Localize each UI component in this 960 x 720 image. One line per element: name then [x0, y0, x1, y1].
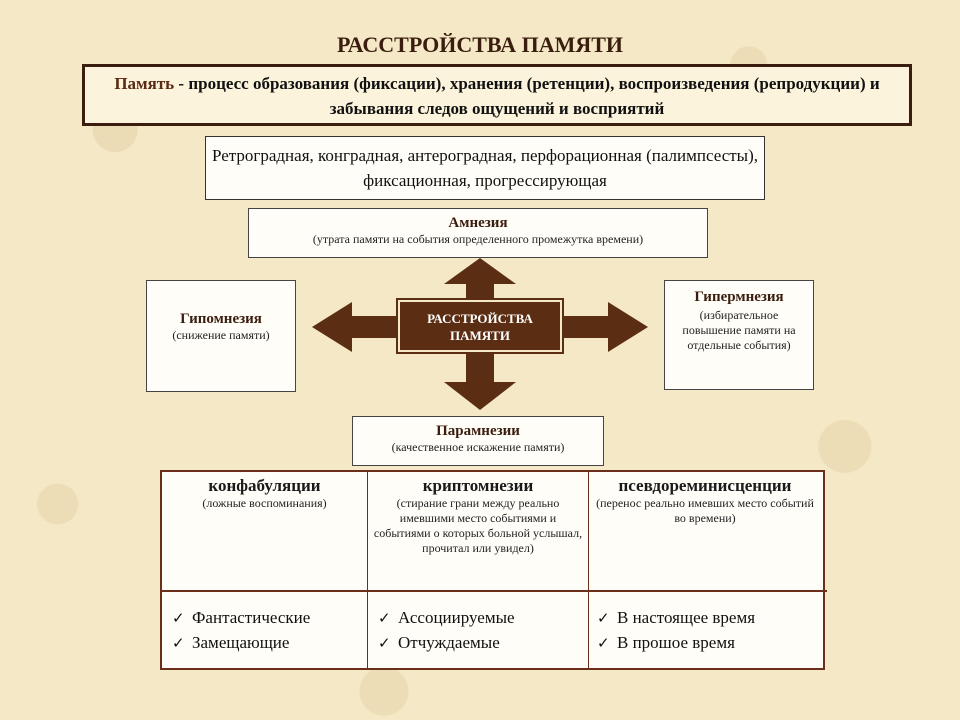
- check-icon: ✓: [172, 636, 185, 652]
- paramnesia-desc: (качественное искажение памяти): [391, 440, 565, 454]
- arrow-left: [312, 302, 396, 352]
- hypermnesia-desc: (избирательное повышение памяти на отдел…: [682, 308, 796, 352]
- hypomnesia-desc: (снижение памяти): [172, 328, 270, 342]
- column-title: криптомнезии: [422, 476, 534, 495]
- page-title: РАССТРОЙСТВА ПАМЯТИ: [336, 32, 624, 57]
- column-items: ✓Фантастические ✓Замещающие: [162, 590, 367, 656]
- column-desc: (стирание грани между реально имевшими м…: [373, 496, 583, 555]
- column-desc: (ложные воспоминания): [202, 496, 327, 510]
- table-column: псевдореминисценции (перенос реально име…: [587, 472, 823, 668]
- list-item: ✓Ассоциируемые: [378, 606, 588, 631]
- check-icon: ✓: [172, 611, 185, 627]
- definition-box: Память - процесс образования (фиксации),…: [82, 64, 912, 126]
- check-icon: ✓: [597, 611, 610, 627]
- arrow-right: [564, 302, 648, 352]
- table-column: конфабуляции (ложные воспоминания) ✓Фант…: [162, 472, 367, 668]
- amnesia-box: Амнезия (утрата памяти на события опреде…: [248, 208, 708, 258]
- column-title: псевдореминисценции: [618, 476, 792, 495]
- list-item: ✓Фантастические: [172, 606, 367, 631]
- paramnesia-table: конфабуляции (ложные воспоминания) ✓Фант…: [160, 470, 827, 670]
- column-desc: (перенос реально имевших место событий в…: [596, 496, 814, 525]
- definition-term: Память: [114, 74, 175, 93]
- check-icon: ✓: [378, 611, 391, 627]
- definition-text: - процесс образования (фиксации), хранен…: [174, 74, 880, 118]
- column-items: ✓В настоящее время ✓В прошое время: [587, 590, 823, 656]
- list-item: ✓В прошое время: [597, 631, 823, 656]
- amnesia-title: Амнезия: [448, 215, 508, 231]
- paramnesia-box: Парамнезии (качественное искажение памят…: [352, 416, 604, 466]
- hypermnesia-title: Гипермнезия: [694, 289, 784, 305]
- hypermnesia-box: Гипермнезия (избирательное повышение пам…: [664, 280, 814, 390]
- list-item: ✓Отчуждаемые: [378, 631, 588, 656]
- list-item: ✓В настоящее время: [597, 606, 823, 631]
- amnesia-types-box: Ретроградная, конградная, антероградная,…: [205, 136, 765, 200]
- list-item: ✓Замещающие: [172, 631, 367, 656]
- hypomnesia-title: Гипомнезия: [180, 311, 262, 327]
- column-items: ✓Ассоциируемые ✓Отчуждаемые: [368, 590, 588, 656]
- arrow-down: [444, 354, 516, 410]
- paramnesia-title: Парамнезии: [436, 423, 520, 439]
- table-row-divider: [162, 590, 827, 592]
- amnesia-desc: (утрата памяти на события определенного …: [312, 232, 644, 246]
- check-icon: ✓: [597, 636, 610, 652]
- table-column: криптомнезии (стирание грани между реаль…: [367, 472, 589, 668]
- column-title: конфабуляции: [208, 476, 321, 495]
- hypomnesia-box: Гипомнезия (снижение памяти): [146, 280, 296, 392]
- arrow-up: [444, 258, 516, 298]
- check-icon: ✓: [378, 636, 391, 652]
- center-node: РАССТРОЙСТВА ПАМЯТИ: [396, 298, 564, 354]
